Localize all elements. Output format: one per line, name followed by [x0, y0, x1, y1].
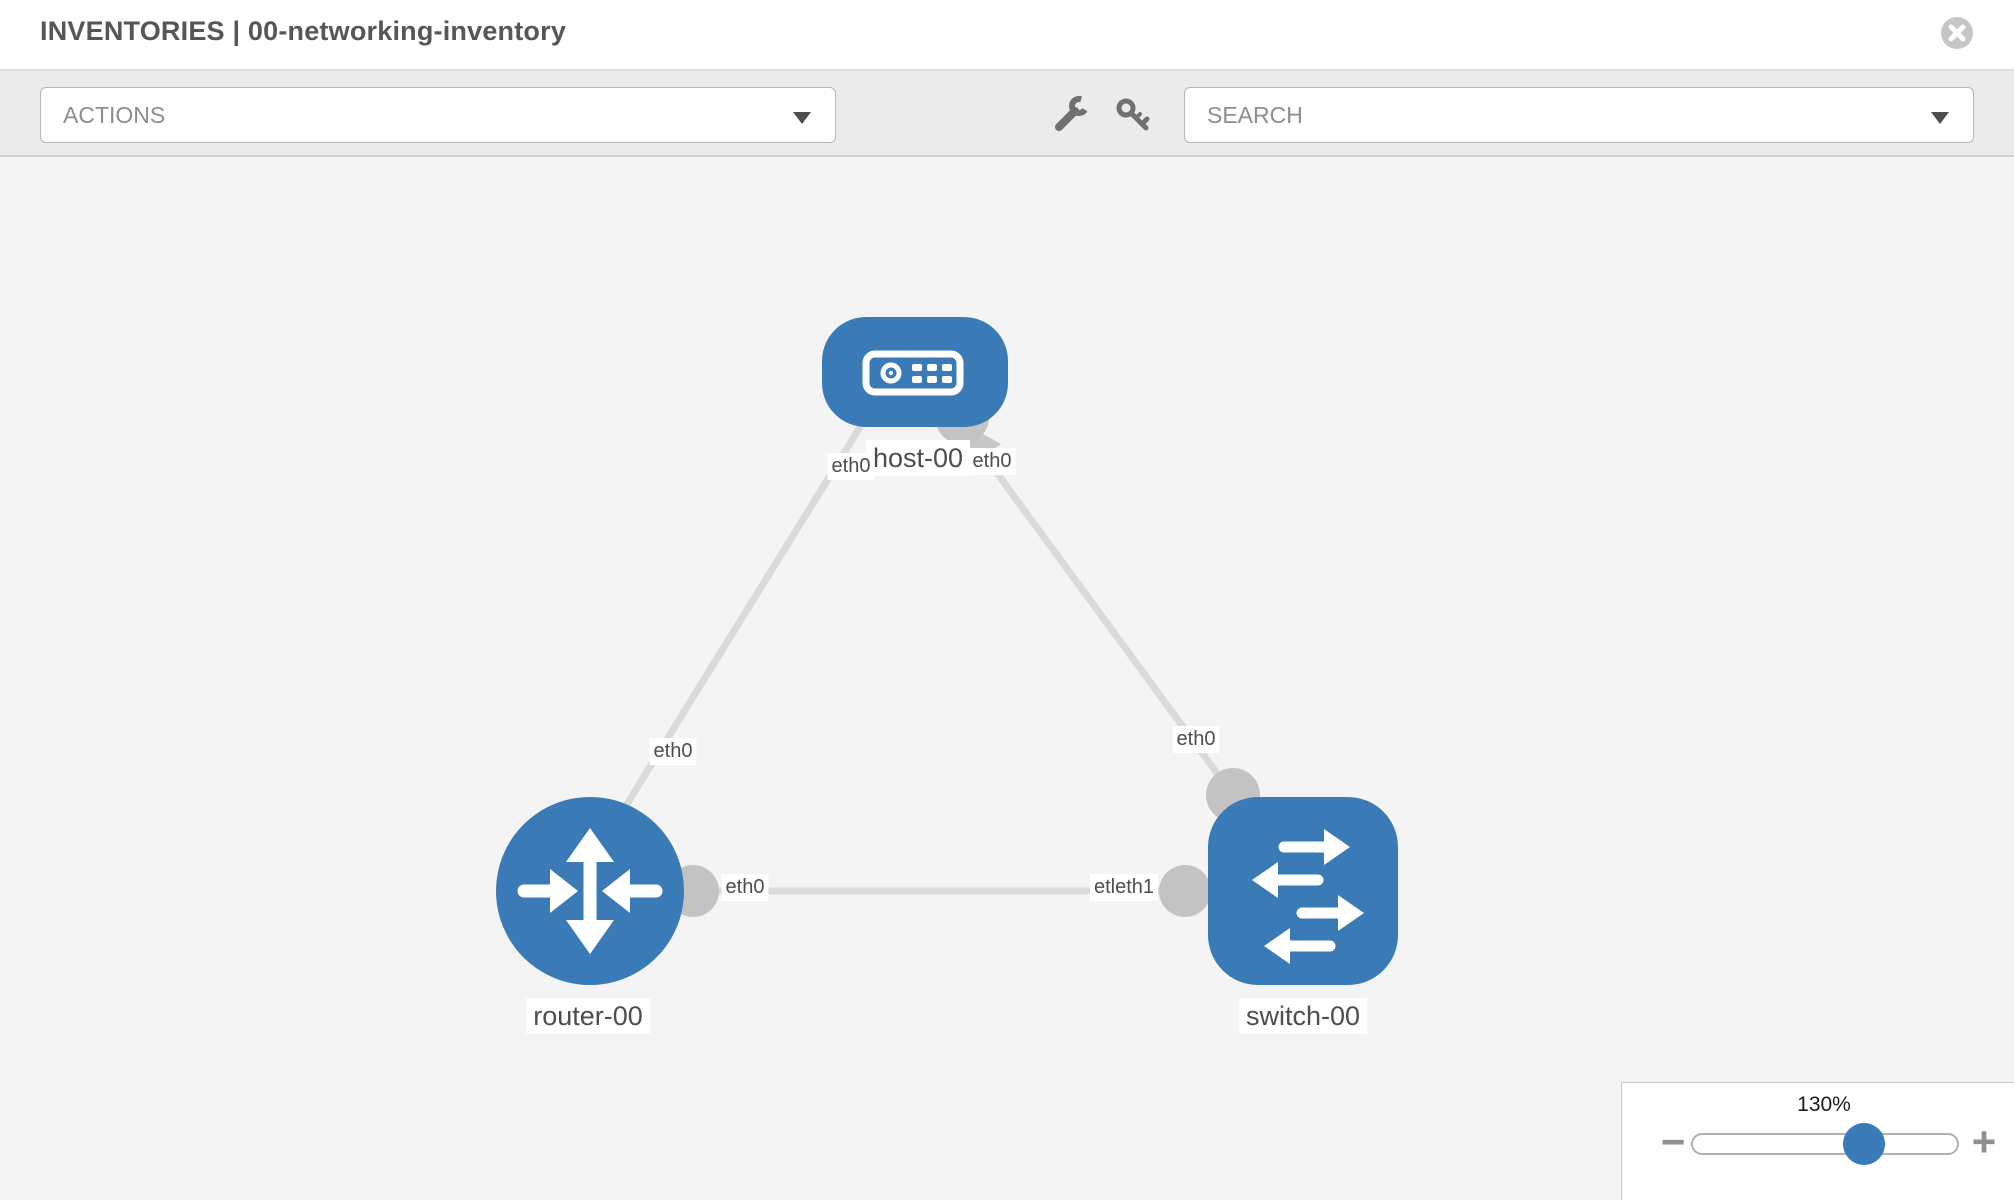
- actions-dropdown[interactable]: ACTIONS: [40, 87, 836, 143]
- chevron-down-icon: [793, 112, 811, 124]
- chevron-down-icon: [1931, 112, 1949, 124]
- interface-label: eth0: [1172, 726, 1220, 753]
- interface-label: eth0: [827, 453, 875, 480]
- zoom-slider-track[interactable]: [1691, 1133, 1959, 1155]
- close-icon: [1948, 24, 1966, 42]
- wrench-icon: [1069, 96, 1089, 116]
- search-dropdown-label: SEARCH: [1207, 101, 1303, 128]
- zoom-slider-knob[interactable]: [1843, 1123, 1885, 1165]
- topology-canvas[interactable]: host-00 router-00 switch-00 eth0 eth0 et…: [0, 157, 2014, 1200]
- router-icon: [517, 828, 663, 954]
- node-router-00[interactable]: [496, 797, 684, 985]
- zoom-in-button[interactable]: +: [1971, 1118, 1997, 1165]
- actions-dropdown-label: ACTIONS: [63, 101, 166, 128]
- key-icon: [1116, 98, 1136, 118]
- node-switch-00[interactable]: [1208, 797, 1398, 985]
- close-button[interactable]: [1941, 17, 1973, 49]
- node-label-router: router-00: [526, 998, 650, 1034]
- interface-label: etleth1: [1089, 874, 1159, 901]
- interface-label: eth0: [721, 874, 769, 901]
- wrench-icon-button[interactable]: [1051, 95, 1091, 135]
- key-icon-button[interactable]: [1113, 95, 1153, 135]
- search-dropdown[interactable]: SEARCH: [1184, 87, 1974, 143]
- node-label-switch: switch-00: [1238, 998, 1368, 1034]
- node-host-00[interactable]: [822, 317, 1008, 427]
- zoom-control-panel: 130% − +: [1621, 1082, 2014, 1200]
- interface-label: eth0: [968, 448, 1016, 475]
- panel-header: INVENTORIES | 00-networking-inventory: [0, 0, 2014, 71]
- zoom-out-button[interactable]: −: [1660, 1118, 1686, 1165]
- interface-connector[interactable]: [1159, 865, 1211, 917]
- topology-links: [619, 417, 1236, 895]
- toolbar: ACTIONS SEARCH: [0, 71, 2014, 157]
- zoom-level-value: 130%: [1797, 1093, 1851, 1116]
- switch-icon: [1252, 829, 1364, 964]
- node-label-host: host-00: [865, 440, 971, 476]
- page-title: INVENTORIES | 00-networking-inventory: [40, 16, 567, 46]
- host-icon: [862, 350, 964, 396]
- interface-label: eth0: [649, 738, 697, 765]
